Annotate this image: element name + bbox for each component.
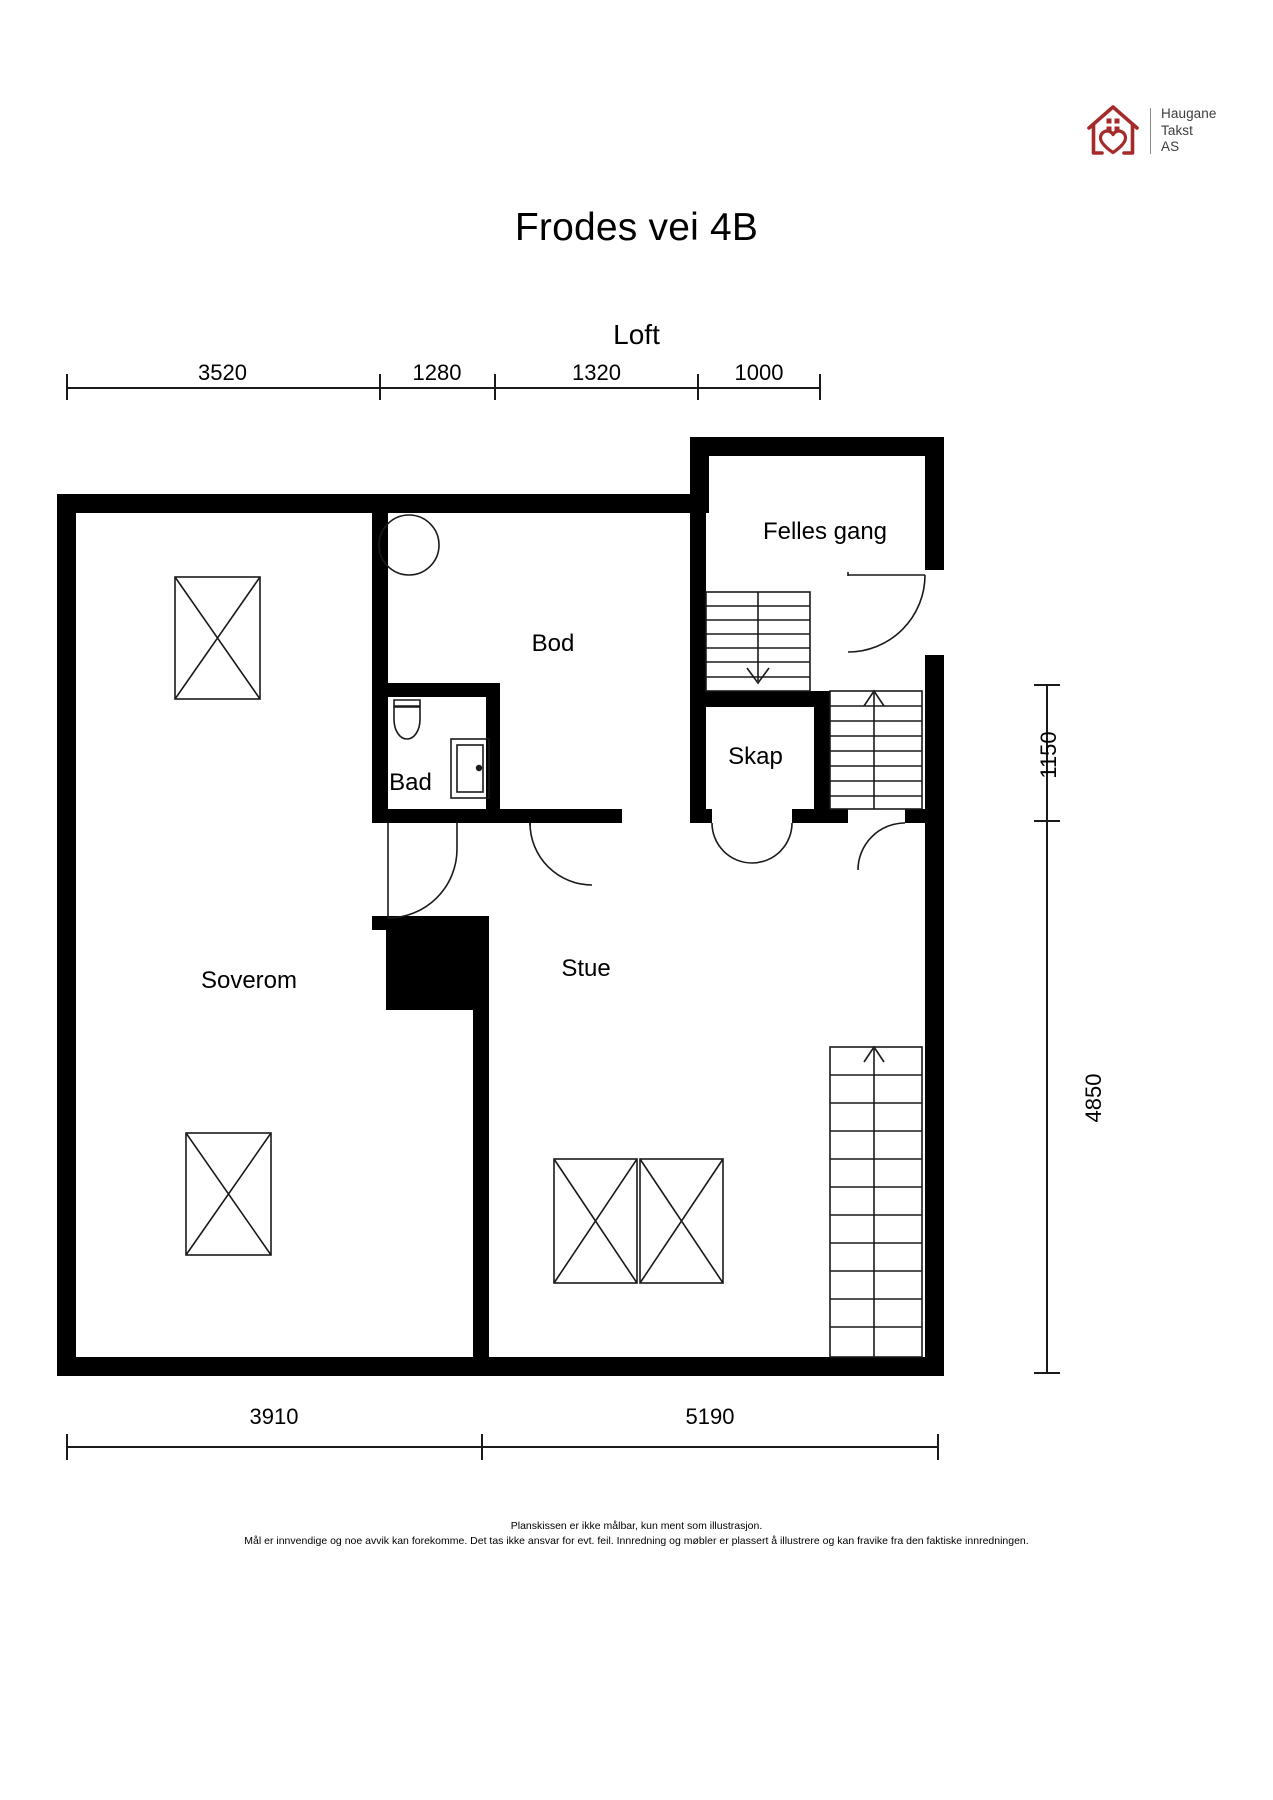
footer-disclaimer: Planskissen er ikke målbar, kun ment som… (0, 1519, 1273, 1549)
right-dim-tick (1034, 684, 1060, 686)
top-dim-label-1000: 1000 (734, 360, 784, 385)
top-dim-tick (819, 374, 821, 400)
page-title: Frodes vei 4B (514, 206, 759, 249)
room-label-soverom: Soverom (200, 967, 298, 994)
company-logo: Haugane Takst AS (1086, 96, 1246, 166)
top-dim-label-3520: 3520 (198, 360, 247, 385)
staircase-right-upper (829, 689, 923, 810)
footer-line-1: Planskissen er ikke målbar, kun ment som… (510, 1520, 763, 1532)
window-symbol (553, 1158, 638, 1284)
footer-line-2: Mål er innvendige og noe avvik kan forek… (244, 1535, 1029, 1547)
bottom-dim-label-3910: 3910 (249, 1404, 299, 1429)
room-label-felles-gang: Felles gang (762, 518, 888, 545)
right-dim-label-1150: 1150 (1036, 731, 1061, 779)
room-label-stue: Stue (561, 955, 611, 982)
floor-title: Loft (613, 319, 660, 350)
logo-line-3: AS (1161, 139, 1180, 155)
right-dimension-line (1046, 685, 1048, 1373)
top-dim-label-1320: 1320 (572, 360, 621, 385)
logo-line-1: Haugane (1161, 106, 1217, 122)
bottom-dim-tick (937, 1434, 939, 1460)
bottom-dimension-line (67, 1446, 939, 1448)
door-swing-entry (847, 572, 926, 653)
room-label-bod: Bod (531, 630, 575, 657)
door-swing-stair (857, 822, 906, 871)
logo-divider (1150, 108, 1151, 154)
right-dim-tick (1034, 1372, 1060, 1374)
top-dim-label-1280: 1280 (412, 360, 462, 385)
room-label-skap: Skap (728, 743, 783, 770)
door-swing-skap-left (711, 822, 753, 864)
house-heart-icon (1086, 103, 1140, 159)
door-swing-bod (529, 822, 593, 886)
top-dim-tick (494, 374, 496, 400)
top-dim-tick (697, 374, 699, 400)
walls (57, 437, 944, 1376)
staircase-felles-gang (705, 591, 811, 692)
window-symbol (174, 576, 261, 700)
staircase-stue (829, 1045, 923, 1358)
room-label-bad: Bad (389, 769, 432, 796)
bottom-dim-label-5190: 5190 (685, 1404, 735, 1429)
door-swing-skap-right (751, 822, 793, 864)
top-dimension-line (67, 387, 820, 389)
top-dim-tick (379, 374, 381, 400)
window-symbol (185, 1132, 272, 1256)
bottom-dim-tick (481, 1434, 483, 1460)
right-dim-tick (1034, 820, 1060, 822)
bottom-dim-tick (66, 1434, 68, 1460)
right-dim-label-4850: 4850 (1081, 1073, 1106, 1123)
top-dim-tick (66, 374, 68, 400)
logo-wordmark: Haugane Takst AS (1161, 106, 1217, 156)
logo-line-2: Takst (1161, 122, 1194, 138)
round-hatch (378, 514, 440, 576)
window-symbol (639, 1158, 724, 1284)
toilet-fixture (393, 699, 421, 740)
door-swing-bad (387, 823, 458, 919)
